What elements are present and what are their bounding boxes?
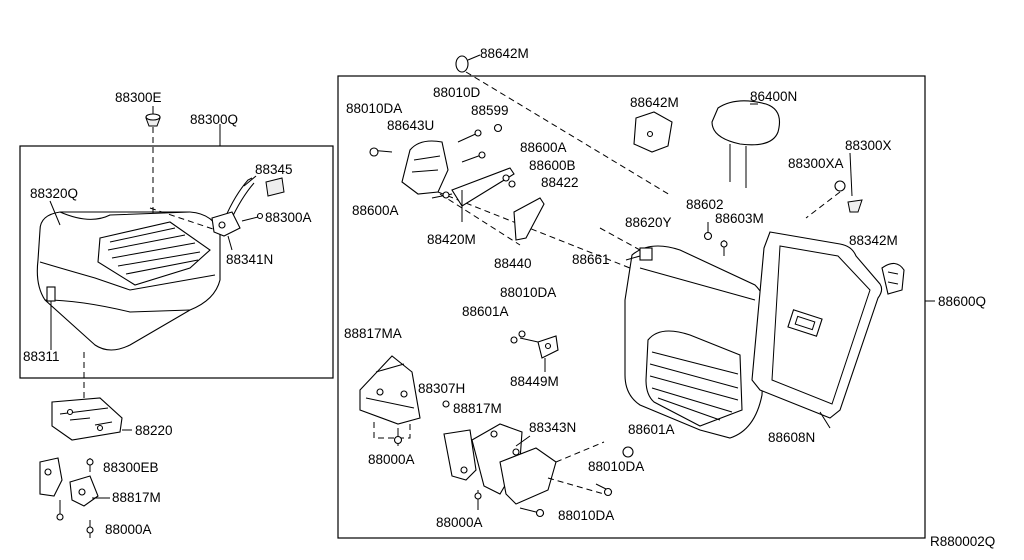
screw-88010D [457,129,482,143]
label-88603M: 88603M [715,211,764,226]
label-88420M: 88420M [427,232,476,247]
screw-88010DA-1 [369,147,393,157]
label-88817MA: 88817MA [344,326,402,341]
hinge-88817M-assy [443,423,605,505]
label-88642M-right: 88642M [630,95,679,110]
label-88000A-left: 88000A [105,522,152,537]
clips-88300XA-88300X [805,180,863,219]
leader-88320Q [49,200,61,226]
label-88341N: 88341N [226,252,273,267]
label-88620Y: 88620Y [625,215,672,230]
screw-88300A [241,212,264,222]
label-88220: 88220 [135,423,173,438]
label-88600A-2: 88600A [352,203,399,218]
label-86400N: 86400N [750,89,797,104]
leader-88341N [227,235,233,251]
label-88600A-1: 88600A [520,140,567,155]
label-88300XA: 88300XA [788,156,844,171]
dash-88620Y [599,227,641,251]
label-88000A-bot: 88000A [436,515,483,530]
label-88010DA-1: 88010DA [346,101,402,116]
leader-88343N [515,435,531,447]
bolt-88000A-bot [474,490,482,510]
screw-88010DA-4 [519,507,545,518]
leader-88661 [625,255,641,261]
label-88010D: 88010D [433,85,481,100]
leader-88345 [243,175,257,187]
seat-cushion [36,211,221,351]
label-88345: 88345 [255,162,293,177]
trim-88342M [881,262,905,295]
clip-88642M-top [455,54,671,196]
label-88817M-left: 88817M [112,490,161,505]
label-88320Q: 88320Q [30,186,78,201]
label-88642M-top: 88642M [480,46,529,61]
label-88817M-mid: 88817M [453,401,502,416]
seatback-frame [337,75,926,539]
label-88601A-2: 88601A [628,422,675,437]
label-88608N: 88608N [768,430,815,445]
headrest-86400N [711,100,781,188]
label-88602: 88602 [686,197,724,212]
bracket-88420M [451,167,515,222]
label-88440: 88440 [494,256,532,271]
label-88342M: 88342M [849,233,898,248]
label-88000A-mid: 88000A [368,452,415,467]
dash-cushion-right [149,207,223,233]
screws-88602-88603M [703,222,728,256]
seatback-88600Q-body [624,245,767,439]
screw-88300EB [86,458,94,472]
nut-88307H [442,400,450,408]
bracket-88817MA [359,355,421,439]
screw-88600A-2 [431,191,453,199]
cushion-frame [19,145,334,379]
bolt-88000A-left [86,520,94,538]
screw-88010DA-3 [595,483,613,497]
label-88449M: 88449M [510,374,559,389]
label-88600Q: 88600Q [938,294,986,309]
clip-88300E [145,113,161,215]
screw-88600A-1 [461,151,486,163]
label-88300EB: 88300EB [103,460,159,475]
frame-88608N [751,231,883,419]
label-88643U: 88643U [387,118,434,133]
nut-88601A-2 [622,446,634,458]
nut-88600B-88422 [502,174,516,188]
hinge-left-assy [39,457,99,521]
lever-88341N [211,211,241,237]
label-88422: 88422 [541,175,579,190]
label-88010DA-3: 88010DA [588,459,644,474]
label-88343N: 88343N [529,420,576,435]
diagram-code: R880002Q [930,534,995,549]
label-88661: 88661 [572,252,610,267]
label-88307H: 88307H [418,381,465,396]
label-88300Q: 88300Q [190,112,238,127]
leader-88608N [819,411,831,429]
label-88600B: 88600B [529,158,576,173]
washer-88599 [493,123,503,133]
clip-88661 [639,247,653,261]
label-88010DA-4: 88010DA [558,508,614,523]
bolt-88000A-mid [393,428,403,446]
bracket-88642M-right [633,111,673,153]
bracket-88440 [513,197,545,241]
frame-88220 [51,397,123,441]
label-88601A-1: 88601A [462,304,509,319]
leader-88300X [849,152,853,197]
cushion-clip-88311 [46,286,56,350]
label-88311: 88311 [23,349,60,364]
label-88300E: 88300E [115,90,162,105]
label-88010DA-2: 88010DA [500,285,556,300]
label-88300X: 88300X [845,138,892,153]
lever-88449M [510,330,559,359]
label-88599: 88599 [471,103,509,118]
cover-88643U [401,140,641,273]
label-88300A: 88300A [265,210,312,225]
